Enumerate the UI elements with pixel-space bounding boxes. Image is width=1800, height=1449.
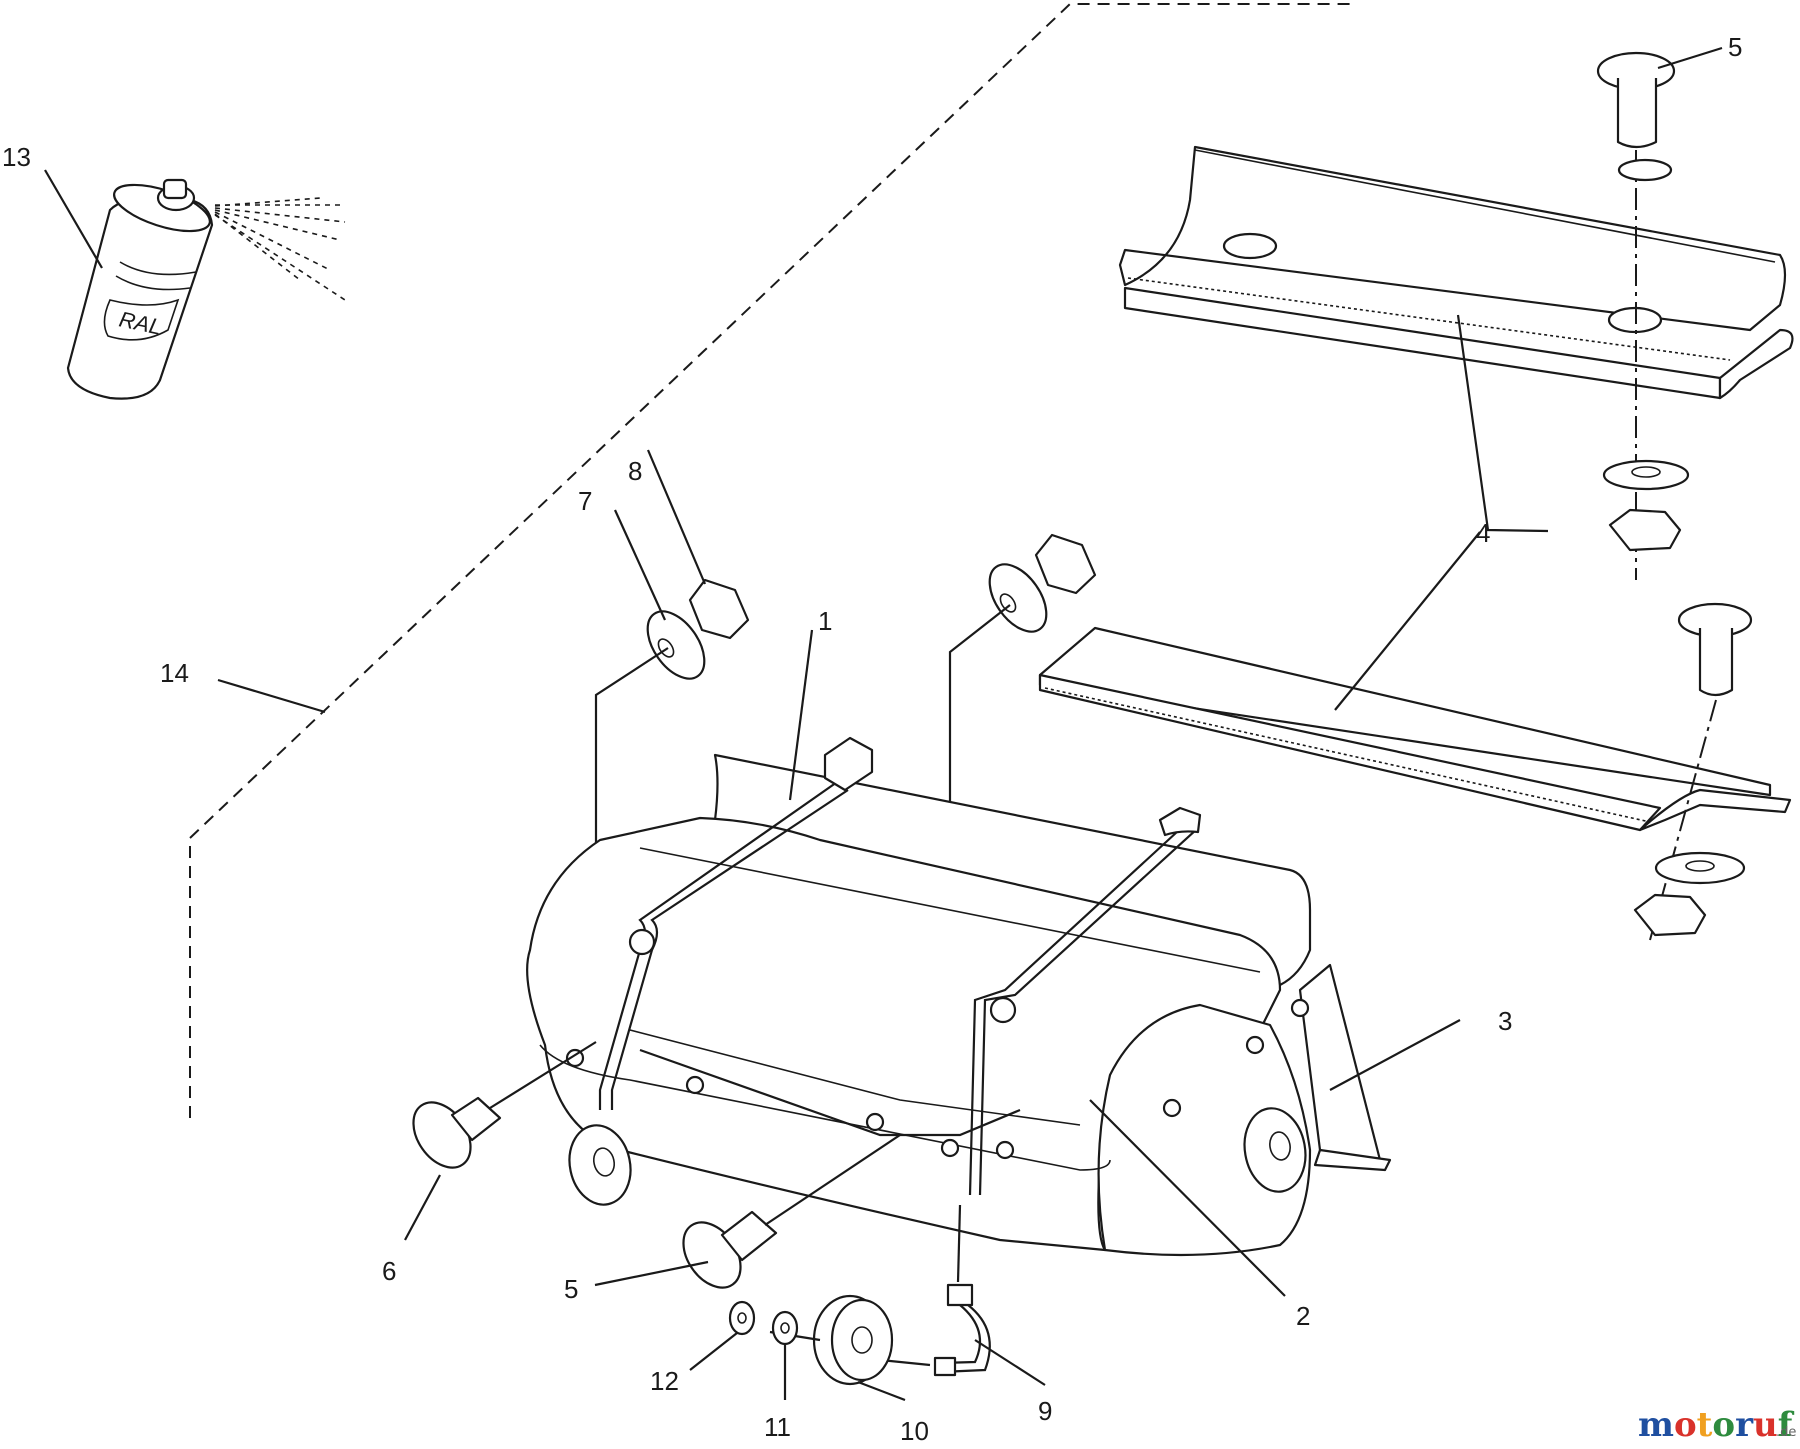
part-label-9: 9 — [1038, 1396, 1052, 1426]
part-label-3: 3 — [1498, 1006, 1512, 1036]
wheel-10 — [769, 1294, 894, 1386]
carriage-bolt-6 — [412, 1041, 597, 1169]
watermark-suffix: .de — [1776, 1425, 1796, 1440]
wheel-right — [1243, 1107, 1307, 1193]
leader-lines — [44, 46, 1723, 1402]
side-flap — [1298, 963, 1392, 1172]
part-label-5-top: 5 — [1728, 32, 1742, 62]
wheel-left — [568, 1124, 632, 1206]
watermark-letter: f — [1778, 1405, 1795, 1445]
watermark-letter: u — [1753, 1405, 1778, 1445]
part-label-10: 10 — [900, 1416, 929, 1446]
watermark-letter: o — [1674, 1405, 1697, 1445]
carriage-bolt-right — [1633, 602, 1753, 941]
part-number-labels: 1 2 3 4 5 5 6 7 8 9 10 11 12 13 14 — [2, 32, 1742, 1446]
part-label-1: 1 — [818, 606, 832, 636]
watermark-letter: o — [1712, 1405, 1735, 1445]
part-label-12: 12 — [650, 1366, 679, 1396]
watermark-letter: r — [1735, 1405, 1754, 1445]
part-label-4: 4 — [1476, 518, 1490, 548]
dashed-assembly-boundary — [189, 3, 1350, 1118]
part-label-6: 6 — [382, 1256, 396, 1286]
carriage-bolt-5-bottom — [682, 1134, 901, 1289]
part-label-2: 2 — [1296, 1301, 1310, 1331]
bail-frame — [565, 736, 1310, 1196]
brush-strip-lower — [1038, 626, 1792, 832]
part-label-14: 14 — [160, 658, 189, 688]
part-label-13: 13 — [2, 142, 31, 172]
spray-mist-icon — [214, 197, 346, 301]
washer-12 — [728, 1300, 756, 1336]
watermark-letter: m — [1638, 1405, 1674, 1445]
spray-can-icon: RAL — [66, 178, 346, 400]
part-label-7: 7 — [578, 486, 592, 516]
washer-11 — [771, 1310, 799, 1346]
carriage-bolt-top — [1596, 51, 1690, 580]
watermark-text: motoruf — [1638, 1405, 1795, 1445]
part-label-11: 11 — [764, 1412, 791, 1442]
motoruf-watermark-logo: motoruf .de — [1638, 1405, 1796, 1445]
watermark-letter: t — [1697, 1405, 1713, 1445]
part-label-8: 8 — [628, 456, 642, 486]
part-label-5-bottom: 5 — [564, 1274, 578, 1304]
rubber-flap-upper — [1118, 145, 1794, 400]
